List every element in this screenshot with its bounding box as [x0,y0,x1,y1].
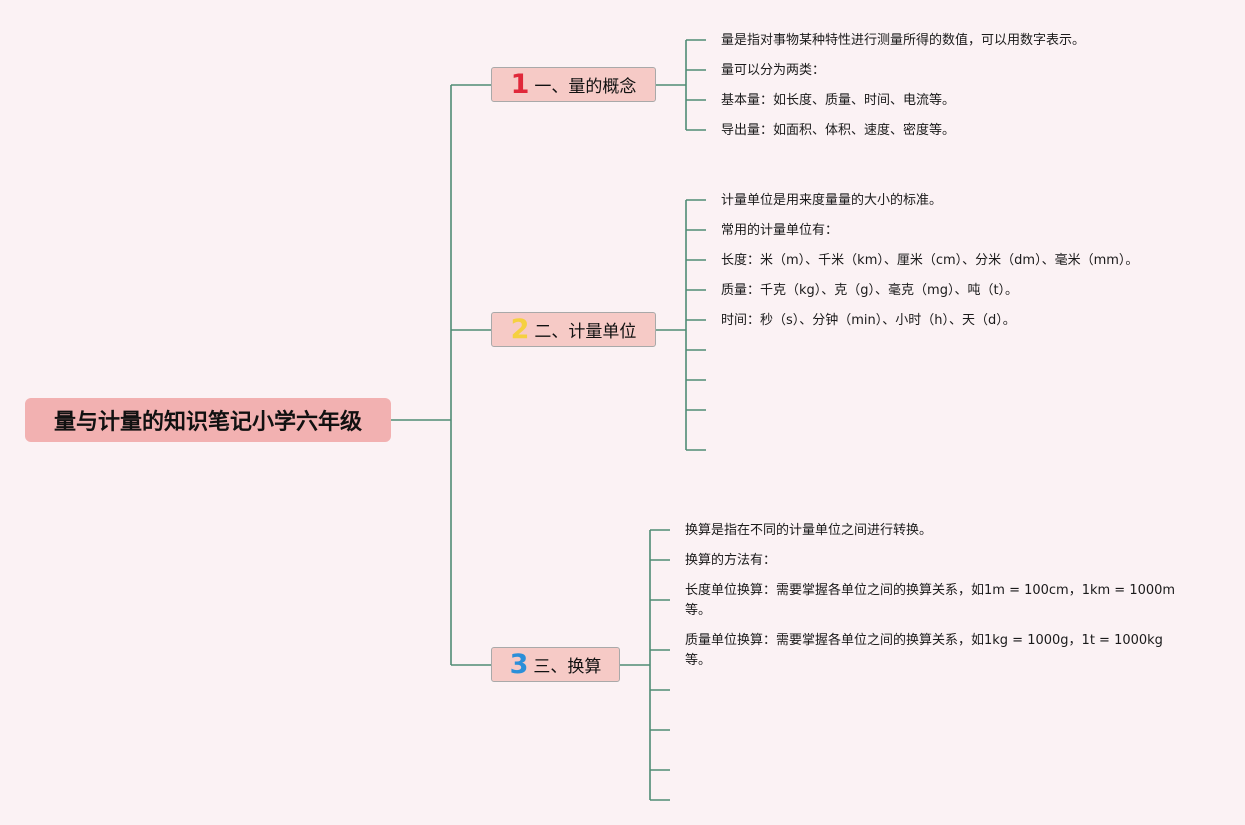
leaf-1-3[interactable]: 基本量：如长度、质量、时间、电流等。 [721,93,956,108]
leaf-1-1[interactable]: 量是指对事物某种特性进行测量所得的数值，可以用数字表示。 [721,33,1086,48]
leaf-3-1[interactable]: 换算是指在不同的计量单位之间进行转换。 [685,523,933,538]
leaf-2-5[interactable]: 时间：秒（s）、分钟（min）、小时（h）、天（d）。 [721,313,1016,328]
leaf-2-4[interactable]: 质量：千克（kg）、克（g）、毫克（mg）、吨（t）。 [721,283,1019,298]
branch-number-3: 3 [509,649,529,680]
branch-number-2: 2 [510,314,530,345]
connector-leaves-3 [649,529,670,801]
branch-node-2[interactable]: 2 二、计量单位 [491,312,656,347]
branch-node-3[interactable]: 3 三、换算 [491,647,620,682]
branch-node-1[interactable]: 1 一、量的概念 [491,67,656,102]
leaf-1-4[interactable]: 导出量：如面积、体积、速度、密度等。 [721,123,956,138]
leaf-3-4[interactable]: 质量单位换算：需要掌握各单位之间的换算关系，如1kg = 1000g，1t = … [685,633,1163,668]
leaf-1-2[interactable]: 量可以分为两类： [721,63,826,78]
branch-number-1: 1 [510,69,530,100]
branch-label-2: 二、计量单位 [534,322,637,342]
branch-label-1: 一、量的概念 [534,77,637,97]
root-title: 量与计量的知识笔记小学六年级 [53,410,362,435]
leaf-3-3[interactable]: 长度单位换算：需要掌握各单位之间的换算关系，如1m = 100cm，1km = … [685,583,1176,618]
leaf-3-2[interactable]: 换算的方法有： [685,553,777,568]
leaf-2-1[interactable]: 计量单位是用来度量量的大小的标准。 [721,193,943,208]
connector-leaves-2 [685,199,706,451]
branch-label-3: 三、换算 [533,657,602,677]
leaf-2-3[interactable]: 长度：米（m）、千米（km）、厘米（cm）、分米（dm）、毫米（mm）。 [721,253,1139,268]
root-node[interactable]: 量与计量的知识笔记小学六年级 [25,398,391,442]
connector-leaves-1 [685,39,706,131]
leaf-2-2[interactable]: 常用的计量单位有： [721,223,839,238]
